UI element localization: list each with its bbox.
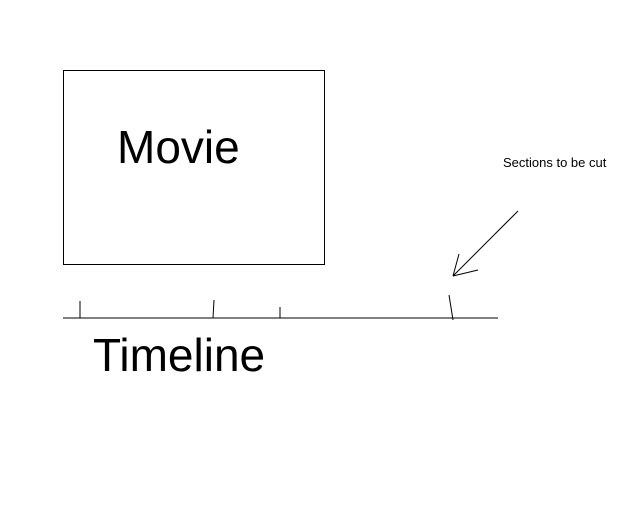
sections-to-cut-label: Sections to be cut: [503, 155, 607, 170]
arrow-head-left: [452, 253, 460, 277]
movie-label: Movie: [117, 121, 240, 173]
arrow-head-right: [452, 269, 479, 277]
timeline-tick-4: [448, 294, 454, 321]
timeline-tick-2: [212, 299, 215, 319]
timeline-label: Timeline: [93, 329, 266, 381]
movie-frame: [63, 70, 325, 265]
arrow-shaft: [452, 210, 519, 277]
cut-arrow: [452, 210, 519, 277]
